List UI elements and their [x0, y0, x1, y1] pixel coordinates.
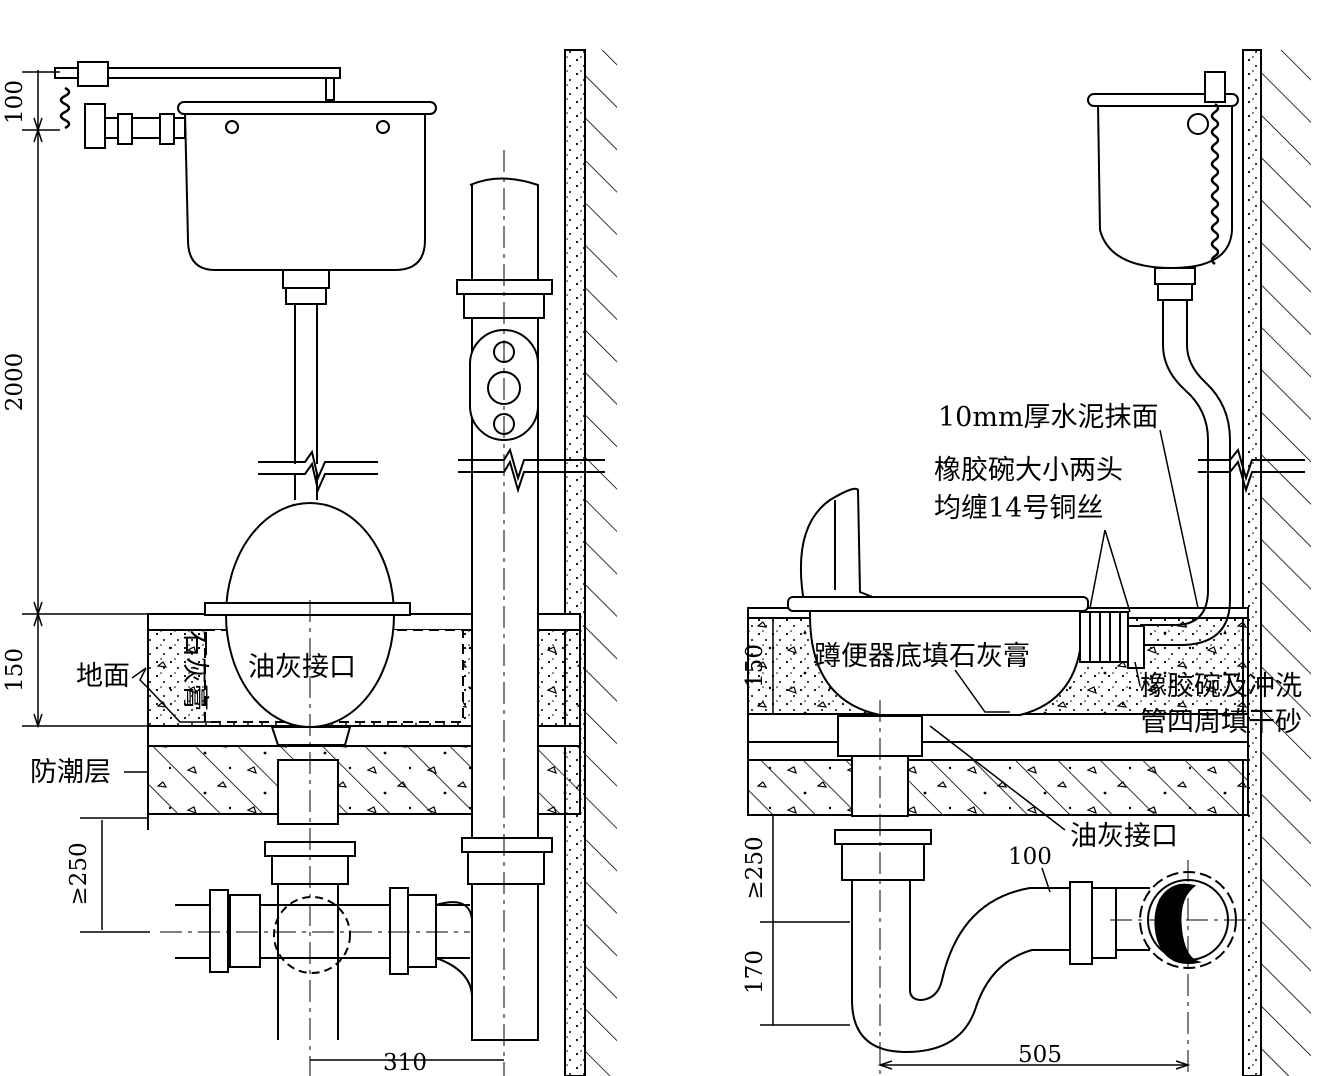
- right-dimension-lines: [760, 617, 1191, 1070]
- left-drain-fittings: [175, 759, 473, 1040]
- left-flush-pipe: [258, 304, 378, 500]
- right-dim-150: 150: [742, 644, 768, 688]
- right-dim-250: ≥250: [742, 836, 768, 899]
- right-dim-505: 505: [1018, 1042, 1062, 1068]
- right-cistern: [1087, 71, 1239, 301]
- left-dim-2000: 2000: [2, 353, 28, 412]
- label-putty-joint-left: 油灰接口: [248, 652, 356, 683]
- label-putty-joint-right: 油灰接口: [1070, 821, 1178, 852]
- left-dim-310: 310: [383, 1050, 427, 1076]
- label-damp-proof: 防潮层: [30, 757, 111, 788]
- label-floor: 地面: [76, 661, 130, 692]
- label-pan-base-fill: 蹲便器底填石灰膏: [814, 641, 1030, 672]
- right-view: [747, 49, 1311, 1076]
- right-center-lines: [879, 700, 1248, 1076]
- right-flush-pipe: [1140, 300, 1305, 646]
- label-rubber-bowl-line1: 橡胶碗大小两头: [934, 455, 1123, 486]
- right-dim-100: 100: [1008, 844, 1052, 870]
- label-cement-plaster: 10mm厚水泥抹面: [938, 402, 1159, 433]
- label-lime-paste: 石灰膏: [179, 630, 210, 711]
- left-cistern: [54, 61, 437, 305]
- right-leaders: [929, 429, 1199, 893]
- left-dim-150: 150: [2, 648, 28, 692]
- left-view: [22, 49, 617, 1076]
- right-wall: [1242, 49, 1311, 1076]
- left-dim-250: ≥250: [66, 842, 92, 905]
- left-wall: [564, 49, 617, 1076]
- right-dim-170: 170: [742, 950, 768, 994]
- left-leaders: [124, 667, 212, 773]
- left-dim-100: 100: [2, 80, 28, 124]
- left-dimension-lines: [22, 70, 504, 1061]
- label-sand-fill-line1: 橡胶碗及冲洗: [1140, 671, 1302, 702]
- label-rubber-bowl-line2: 均缠14号铜丝: [934, 493, 1103, 524]
- label-sand-fill-line2: 管四周填干砂: [1140, 707, 1302, 738]
- left-center-lines: [160, 150, 505, 1076]
